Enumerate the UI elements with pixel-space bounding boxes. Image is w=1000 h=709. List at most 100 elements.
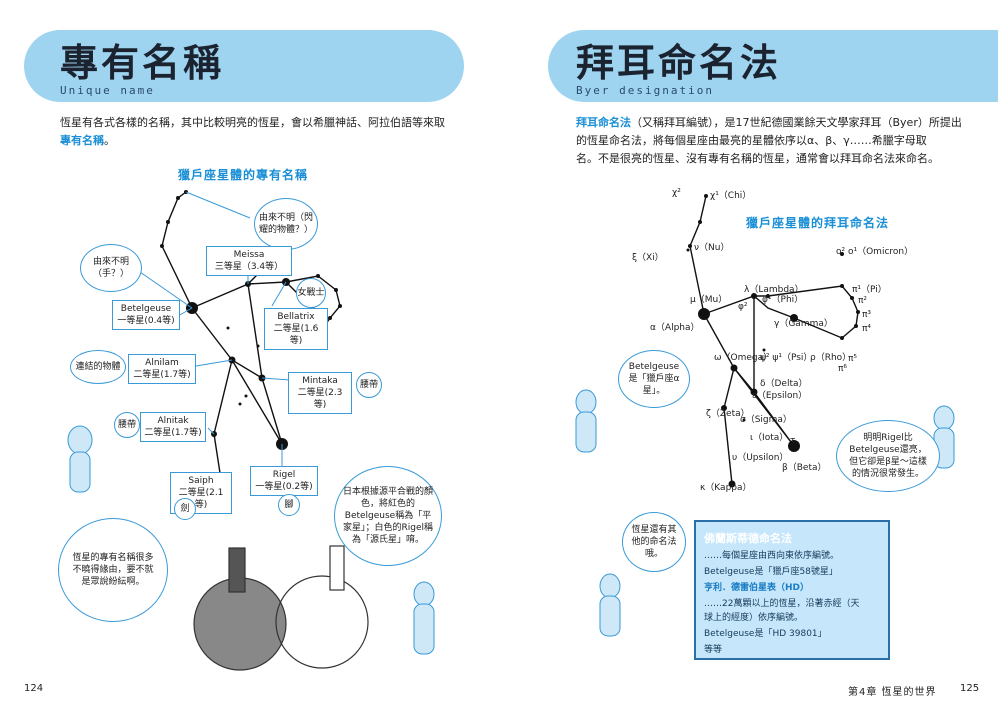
star-label-phi: φ¹（Phi） bbox=[762, 295, 804, 305]
right-page: 拜耳命名法 Byer designation 拜耳命名法（又稱拜耳編號），是17… bbox=[500, 0, 1000, 709]
intro-line: 拜耳命名法（又稱拜耳編號），是17世紀德國業餘天文學家拜耳（Byer）所提出 bbox=[576, 114, 976, 132]
star-label-omicron: o² o¹（Omicron） bbox=[836, 247, 914, 257]
orion-bayer-diagram bbox=[575, 194, 955, 637]
label-meissa: Meissa 三等星（3.4等） bbox=[206, 246, 292, 276]
label-alnilam: Alnilam 二等星(1.7等) bbox=[128, 354, 196, 384]
star-label-sigma: σ（Sigma） bbox=[740, 415, 792, 425]
label-betelgeuse: Betelgeuse 一等星(0.4等) bbox=[112, 300, 180, 330]
page-title: 拜耳命名法 bbox=[576, 41, 782, 85]
star-label-pi6: π⁶ bbox=[838, 364, 848, 374]
label-sword: 劍 bbox=[174, 498, 196, 520]
star-label-chi1: χ¹（Chi） bbox=[710, 191, 752, 201]
blackboard-line: Betelgeuse是「HD 39801」 bbox=[704, 629, 827, 639]
speech-bubble-rigel: 明明Rigel比Betelgeuse還亮，但它卻是β星～這樣的情況很常發生。 bbox=[836, 420, 940, 492]
intro-line: 的恆星命名法，將每個星座由最亮的星體依序以α、β、γ……希臘字母取 bbox=[576, 134, 927, 147]
diagram-title: 獵戶座星體的專有名稱 bbox=[178, 168, 309, 182]
rigel-name: Rigel bbox=[272, 470, 296, 480]
label-bellatrix: Bellatrix 二等星(1.6等) bbox=[264, 308, 328, 350]
betelgeuse-mag: 一等星(0.4等) bbox=[117, 316, 175, 326]
intro-line: 恆星有各式各樣的名稱，其中比較明亮的恆星，會以希臘神話、阿拉伯語等來取 bbox=[60, 116, 445, 129]
left-page: 專有名稱 Unique name 恆星有各式各樣的名稱，其中比較明亮的恆星，會以… bbox=[24, 30, 480, 694]
label-unknown-hand: 由來不明（手？） bbox=[80, 244, 142, 292]
blackboard-panel: 佛蘭斯蒂德命名法 ……每個星座由西向東依序編號。 Betelgeuse是「獵戶座… bbox=[694, 520, 890, 660]
star-label-psi: ψ² ψ¹（Psi） bbox=[760, 353, 813, 363]
blackboard-line: ……每個星座由西向東依序編號。 bbox=[704, 551, 840, 561]
saiph-name: Saiph bbox=[188, 476, 214, 486]
star-label-pi2: π² bbox=[858, 296, 868, 306]
star-label-mu: μ（Mu） bbox=[690, 295, 728, 305]
star-label-nu: ν（Nu） bbox=[694, 243, 730, 253]
intro-text: 拜耳命名法（又稱拜耳編號），是17世紀德國業餘天文學家拜耳（Byer）所提出 的… bbox=[576, 114, 976, 168]
blackboard-subheading: 亨利．德雷伯星表（HD） bbox=[704, 583, 810, 593]
star-label-zeta: ζ（Zeta） bbox=[706, 409, 750, 419]
star-label-tau: τ bbox=[790, 436, 796, 446]
page-subtitle: Byer designation bbox=[576, 84, 714, 97]
label-unknown-origin: 由來不明（閃耀的物體？） bbox=[254, 198, 318, 250]
star-label-pi4: π⁴ bbox=[862, 324, 872, 334]
mintaka-name: Mintaka bbox=[302, 376, 338, 386]
star-label-omega: ω（Omega） bbox=[714, 353, 773, 363]
intro-line: 名。不是很亮的恆星、沒有專有名稱的恆星，通常會以拜耳命名法來命名。 bbox=[576, 152, 939, 165]
intro-text: 恆星有各式各樣的名稱，其中比較明亮的恆星，會以希臘神話、阿拉伯語等來取 專有名稱… bbox=[60, 114, 480, 150]
highlight-term: 專有名稱 bbox=[60, 134, 104, 147]
star-label-kappa: κ（Kappa） bbox=[700, 483, 752, 493]
rigel-mag: 一等星(0.2等) bbox=[255, 482, 313, 492]
title-banner bbox=[548, 30, 998, 102]
page-number: 125 bbox=[960, 683, 980, 694]
blackboard-line: ……22萬顆以上的恆星，沿著赤經（天 bbox=[704, 599, 860, 609]
blackboard-line: 等等 bbox=[704, 645, 723, 655]
mintaka-mag: 二等星(2.3等) bbox=[297, 388, 343, 410]
speech-bubble-betelgeuse: Betelgeuse是「獵戶座α星」。 bbox=[618, 350, 690, 408]
star-label-gamma: γ（Gamma） bbox=[774, 319, 833, 329]
star-label-beta: β（Beta） bbox=[782, 463, 827, 473]
star-label-pi3: π³ bbox=[862, 310, 872, 320]
intro-line-rest: （又稱拜耳編號），是17世紀德國業餘天文學家拜耳（Byer）所提出 bbox=[631, 116, 962, 129]
bellatrix-mag: 二等星(1.6等) bbox=[273, 324, 319, 346]
star-label-rho: ρ（Rho） bbox=[810, 353, 852, 363]
betelgeuse-name: Betelgeuse bbox=[120, 304, 172, 314]
meissa-name: Meissa bbox=[233, 250, 265, 260]
label-belt: 腰帶 bbox=[114, 412, 140, 438]
blackboard-line: Betelgeuse是「獵戶座58號星」 bbox=[704, 567, 838, 577]
star-label-chi2: χ² bbox=[672, 188, 681, 198]
chapter-footer: 第4章 恆星的世界 bbox=[848, 687, 937, 698]
alnilam-mag: 二等星(1.7等) bbox=[133, 370, 191, 380]
alnilam-name: Alnilam bbox=[145, 358, 179, 368]
meissa-mag: 三等星（3.4等） bbox=[214, 262, 284, 272]
star-label-pi5: π⁵ bbox=[848, 354, 858, 364]
star-label-xi: ξ（Xi） bbox=[632, 253, 664, 263]
star-label-alpha: α（Alpha） bbox=[650, 323, 700, 333]
star-label-iota: ι（Iota） bbox=[750, 433, 789, 443]
star-label-upsilon: υ（Upsilon） bbox=[732, 453, 789, 463]
page-number: 124 bbox=[24, 683, 44, 694]
page-subtitle: Unique name bbox=[60, 84, 155, 97]
alnitak-name: Alnitak bbox=[157, 416, 189, 426]
title-banner bbox=[24, 30, 464, 102]
label-connected-things: 連結的物體 bbox=[70, 350, 126, 384]
label-mintaka: Mintaka 二等星(2.3等) bbox=[288, 372, 352, 414]
saiph-mag: 二等星(2.1等) bbox=[178, 488, 224, 510]
label-alnitak: Alnitak 二等星(1.7等) bbox=[140, 412, 206, 442]
label-rigel: Rigel 一等星(0.2等) bbox=[250, 466, 318, 496]
label-female-warrior: 女戰士 bbox=[296, 278, 326, 308]
label-belt: 腰帶 bbox=[356, 372, 382, 398]
star-label-pi1: π¹（Pi） bbox=[852, 285, 887, 295]
label-saiph: Saiph 二等星(2.1等) bbox=[170, 472, 232, 514]
label-leg: 腳 bbox=[278, 494, 300, 516]
highlight-term: 拜耳命名法 bbox=[576, 116, 631, 129]
star-label-delta: δ（Delta） bbox=[760, 379, 808, 389]
bellatrix-name: Bellatrix bbox=[277, 312, 315, 322]
speech-bubble-other: 恆星還有其他的命名法哦。 bbox=[622, 512, 686, 572]
star-label-epsilon: ε（Epsilon） bbox=[752, 391, 808, 401]
speech-bubble-origin: 恆星的專有名稱很多不曉得緣由，要不就是眾說紛紜啊。 bbox=[58, 518, 168, 622]
speech-bubble-japan: 日本根據源平合戰的顏色，將紅色的Betelgeuse稱為「平家星」；白色的Rig… bbox=[334, 466, 442, 566]
blackboard-heading: 佛蘭斯蒂德命名法 bbox=[704, 532, 792, 545]
diagram-title: 獵戶座星體的拜耳命名法 bbox=[746, 216, 890, 230]
page-title: 專有名稱 bbox=[60, 41, 225, 85]
intro-line: 專有名稱。 bbox=[60, 132, 480, 150]
star-label-lambda: λ（Lambda） bbox=[744, 285, 804, 295]
orion-constellation-diagram bbox=[67, 190, 435, 671]
alnitak-mag: 二等星(1.7等) bbox=[144, 428, 202, 438]
intro-line-end: 。 bbox=[104, 134, 115, 147]
star-label-phi2: φ² bbox=[738, 302, 748, 312]
